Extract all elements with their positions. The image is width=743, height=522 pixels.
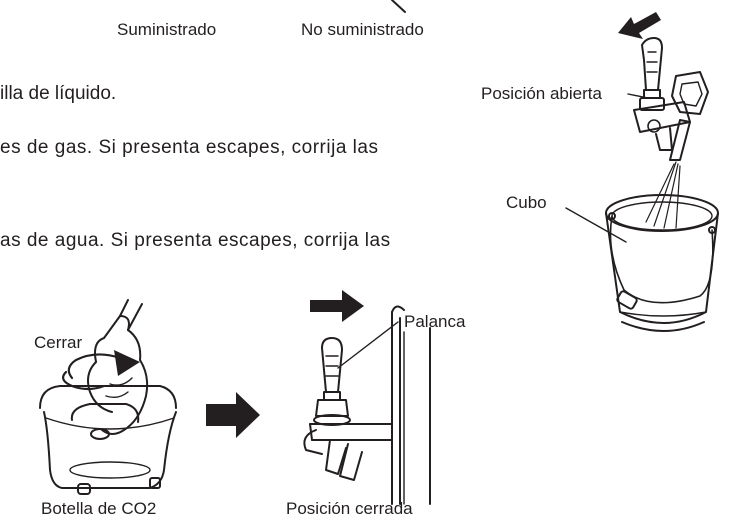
close-caption: Cerrar xyxy=(34,333,83,352)
closed-tap-illustration xyxy=(303,290,431,505)
bucket-caption: Cubo xyxy=(506,193,547,212)
open-direction-arrow-icon xyxy=(618,12,661,39)
next-step-arrow-icon xyxy=(206,392,260,438)
co2-bottle-caption: Botella de CO2 xyxy=(41,499,157,518)
body-line-1: illa de líquido. xyxy=(0,83,117,104)
rotate-arrow-icon xyxy=(114,350,140,376)
supplied-caption: Suministrado xyxy=(117,20,217,39)
not-supplied-caption: No suministrado xyxy=(301,20,424,39)
co2-bottle-illustration xyxy=(39,299,177,495)
lever-caption: Palanca xyxy=(404,312,466,331)
open-position-caption: Posición abierta xyxy=(481,84,602,103)
body-line-2: es de gas. Si presenta escapes, corrija … xyxy=(0,137,379,158)
body-line-3: as de agua. Si presenta escapes, corrija… xyxy=(0,230,391,251)
closed-direction-arrow-icon xyxy=(310,290,364,322)
bucket-illustration xyxy=(565,194,719,332)
closed-position-caption: Posición cerrada xyxy=(286,499,413,518)
leader-fragment xyxy=(391,0,406,13)
